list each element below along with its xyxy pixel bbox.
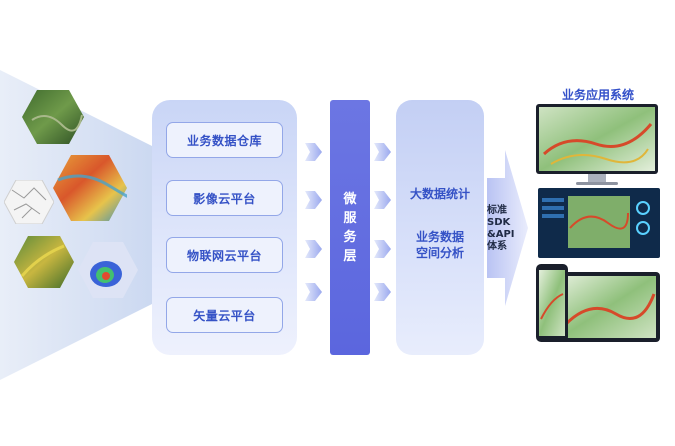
- microservice-char: 务: [343, 229, 357, 245]
- vector-map-hex: [4, 180, 54, 224]
- sdk-line: &API: [487, 229, 515, 240]
- iot-cloud-button[interactable]: 物联网云平台: [166, 237, 283, 273]
- big-data-stats-label: 大数据统计: [409, 187, 470, 201]
- flow-arrows-left: [305, 143, 322, 301]
- sdk-line: 标准: [487, 205, 507, 216]
- microservice-layer: 微 服 务 层: [330, 100, 370, 355]
- data-warehouse-button[interactable]: 业务数据仓库: [166, 122, 283, 158]
- dashboard-screen-app: [538, 188, 660, 258]
- apps-title: 业务应用系统: [561, 88, 634, 102]
- satellite-forest-hex: [22, 90, 84, 144]
- microservice-char: 微: [343, 191, 357, 207]
- flow-arrows-right: [374, 143, 391, 301]
- sdk-line: 体系: [487, 241, 507, 252]
- sdk-api-label: 标准 SDK &API 体系: [487, 205, 517, 253]
- vector-cloud-button[interactable]: 矢量云平台: [166, 297, 283, 333]
- mobile-tablet-app: [536, 264, 660, 342]
- sdk-arrow: [487, 150, 528, 306]
- analytics-panel: [396, 100, 484, 355]
- spatial-analysis-label-2: 空间分析: [415, 246, 464, 260]
- desktop-monitor-app: [536, 104, 658, 185]
- satellite-river-hex: [14, 236, 74, 288]
- microservice-char: 层: [343, 248, 357, 264]
- imagery-cloud-button[interactable]: 影像云平台: [166, 180, 283, 216]
- density-map-hex: [78, 242, 138, 298]
- microservice-char: 服: [343, 210, 357, 226]
- spatial-analysis-label-1: 业务数据: [415, 230, 464, 244]
- sdk-line: SDK: [487, 217, 511, 228]
- heatmap-hex: [53, 155, 127, 221]
